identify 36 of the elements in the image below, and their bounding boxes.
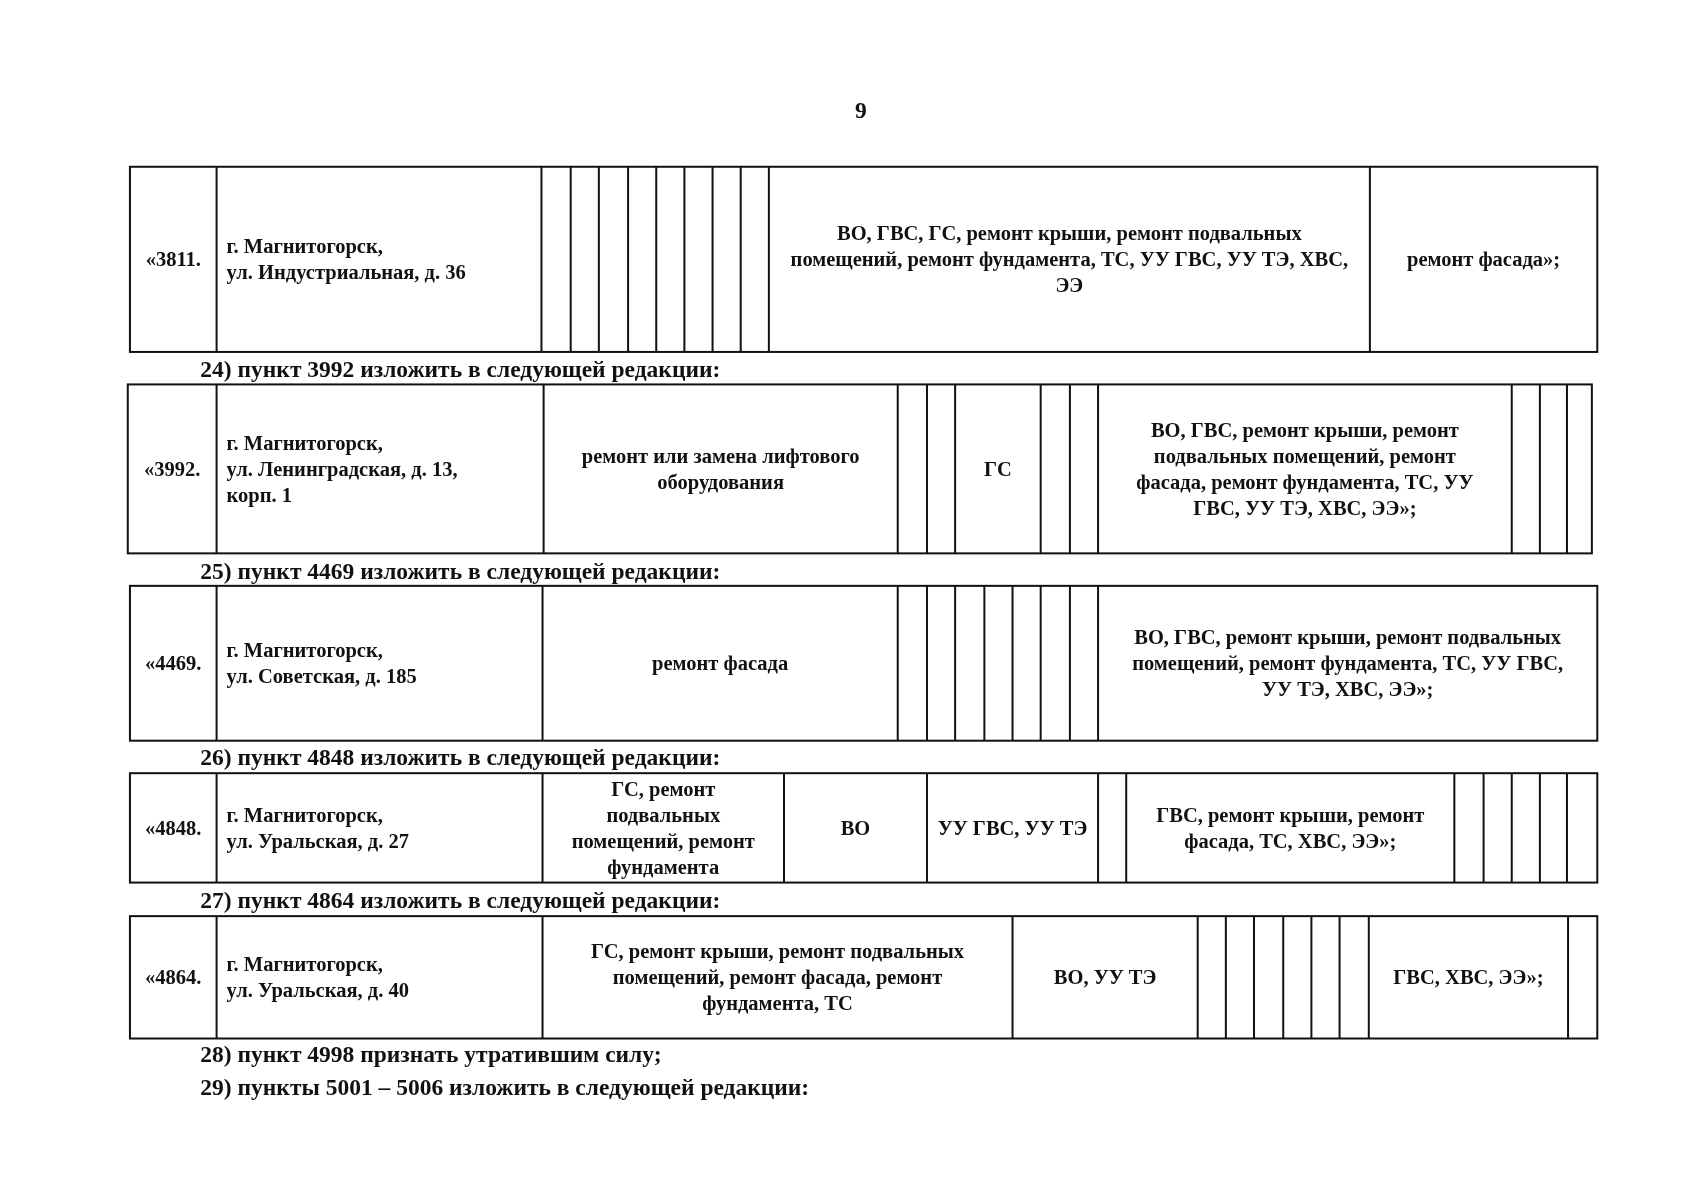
cell-text: ВО, УУ ТЭ [1053, 965, 1157, 991]
cell-text: ремонт фасада [652, 651, 789, 677]
cell-text: г. Магнитогорск, [226, 430, 383, 456]
page-number: 9 [854, 96, 867, 125]
cell-text: ремонт или замена лифтового оборудования [580, 443, 861, 495]
cell-text: г. Магнитогорск, [226, 234, 383, 260]
cell-text: «3811. [145, 247, 201, 273]
instruction-text: 24) пункт 3992 изложить в следующей редакции: [200, 355, 721, 384]
cell-text: ВО, ГВС, ГС, ремонт крыши, ремонт подвальных помещений, ремонт фундамента, ТС, УУ ГВС, УУ ТЭ, ХВС, ЭЭ [789, 221, 1350, 299]
cell-text: ул. Индустриальная, д. 36 [226, 260, 466, 286]
cell-text: ВО, ГВС, ремонт крыши, ремонт подвальных помещений, ремонт фундамента, ТС, УУ ГВС, УУ ТЭ, ХВС, ЭЭ»; [1131, 625, 1565, 703]
cell-text: ВО, ГВС, ремонт крыши, ремонт подвальных помещений, ремонт фасада, ремонт фундамента, ТС, УУ ГВС, УУ ТЭ, ХВС, ЭЭ»; [1135, 417, 1475, 521]
cell-text: ГС, ремонт крыши, ремонт подвальных помещений, ремонт фасада, ремонт фундамента, ТС [589, 939, 966, 1017]
cell-text: УУ ГВС, УУ ТЭ [937, 815, 1088, 841]
cell-text: г. Магнитогорск, [226, 638, 383, 664]
cell-text: «4469. [145, 651, 202, 677]
cell-text: ул. Советская, д. 185 [226, 664, 417, 690]
cell-text: г. Магнитогорск, [226, 802, 383, 828]
cell-text: ул. Уральская, д. 27 [226, 828, 409, 854]
instruction-text: 25) пункт 4469 изложить в следующей редакции: [200, 556, 721, 585]
instruction-text: 26) пункт 4848 изложить в следующей редакции: [200, 742, 721, 771]
cell-text: ул. Ленинградская, д. 13, корп. 1 [226, 456, 459, 508]
cell-text: ГС, ремонт подвальных помещений, ремонт фундамента [570, 776, 756, 880]
cell-text: ГВС, ХВС, ЭЭ»; [1393, 965, 1544, 991]
cell-text: «4848. [145, 815, 202, 841]
cell-text: ГВС, ремонт крыши, ремонт фасада, ТС, ХВС, ЭЭ»; [1155, 802, 1426, 854]
cell-text: ремонт фасада»; [1407, 247, 1561, 273]
cell-text: «4864. [145, 965, 202, 991]
instruction-text: 27) пункт 4864 изложить в следующей редакции: [200, 885, 721, 914]
cell-text: ВО [840, 815, 871, 841]
cell-text: г. Магнитогорск, [226, 952, 383, 978]
cell-text: «3992. [144, 456, 201, 482]
cell-text: ГС [984, 456, 1012, 482]
cell-text: ул. Уральская, д. 40 [226, 978, 409, 1004]
instruction-text: 28) пункт 4998 признать утратившим силу; [200, 1039, 662, 1068]
instruction-text: 29) пункты 5001 – 5006 изложить в следующей редакции: [200, 1073, 810, 1102]
